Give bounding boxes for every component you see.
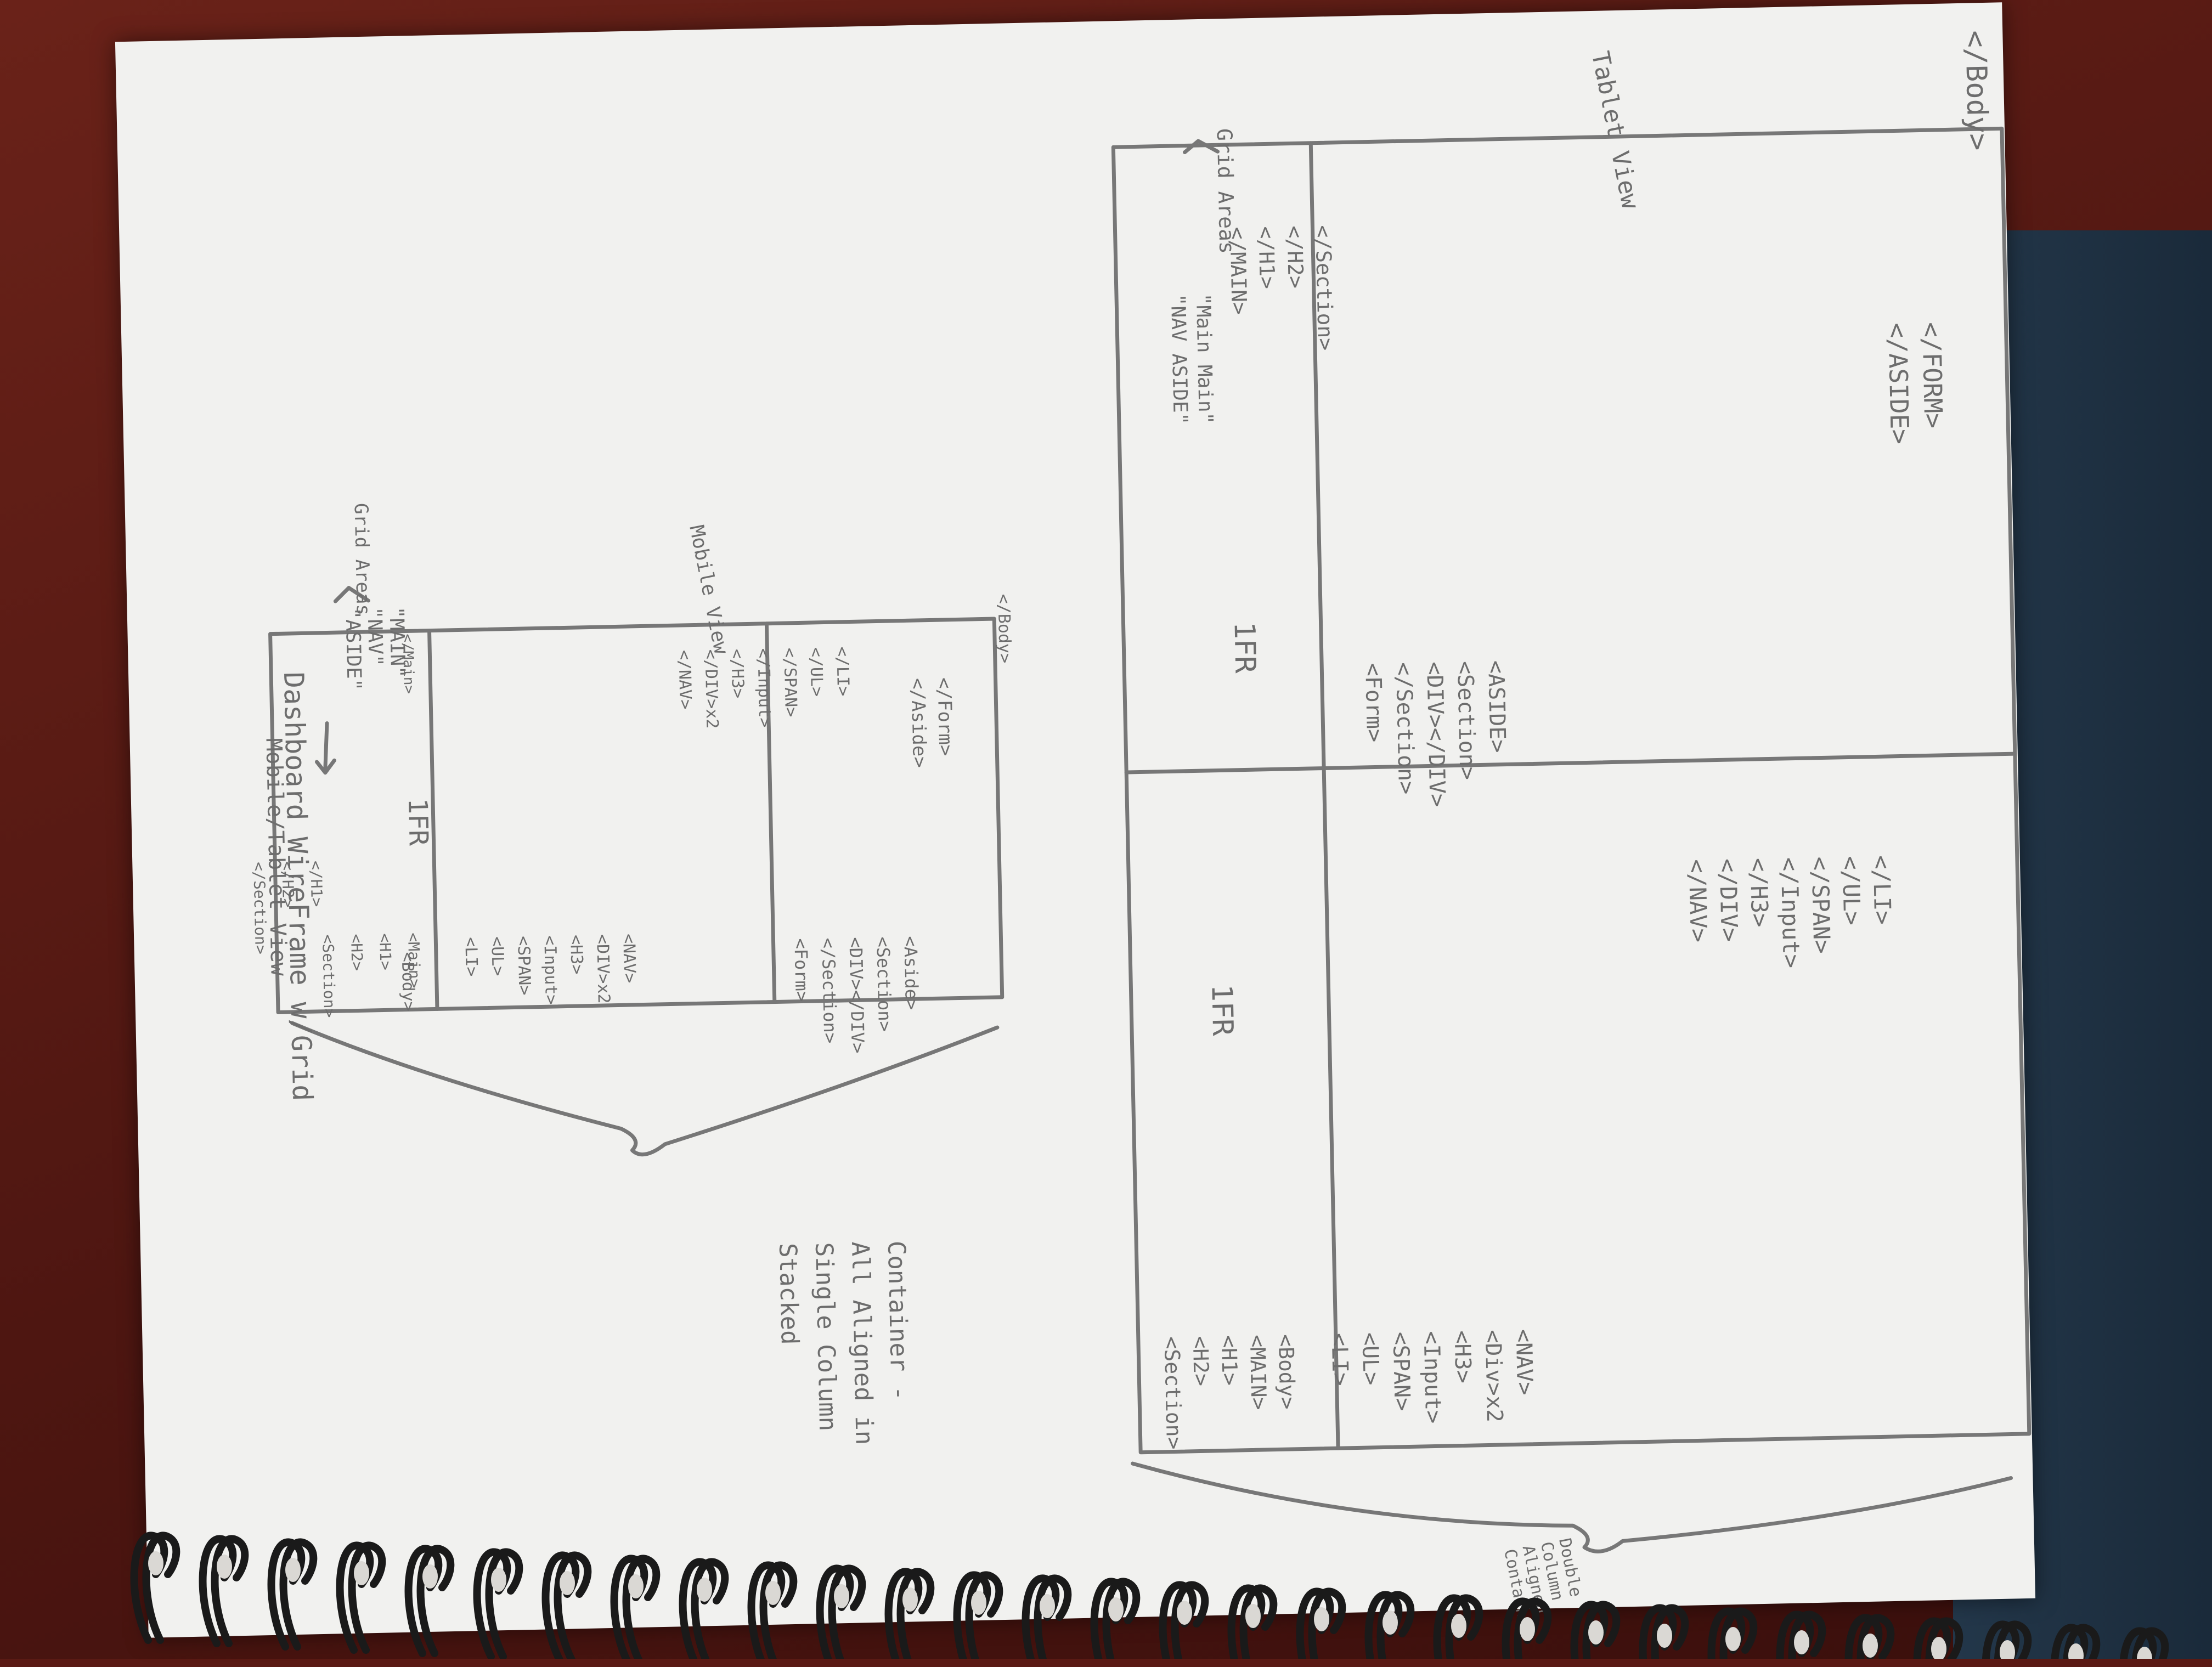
tablet-body-close: </Body>	[1959, 30, 1994, 151]
tablet-grid-areas-brace	[1183, 139, 1220, 155]
mobile-aside-open: <Aside> <Section> <DIV></DIV> </Section>…	[790, 935, 923, 1054]
sketch-lines	[268, 126, 2032, 1553]
mobile-body-close: </Body>	[994, 594, 1014, 664]
tablet-divider-vertical	[1124, 751, 2017, 775]
tablet-column-width-right: 1FR	[1227, 621, 1262, 674]
tablet-nav-open: <NAV> <Div>x2 <H3> <Input> <SPAN> <UL> <…	[1326, 1329, 1538, 1424]
mobile-grid-areas: "MAIN" "NAV" "ASIDE"	[341, 606, 409, 691]
mobile-main-close: </H1> </H2> </Section>	[250, 860, 326, 955]
notebook-page: Dashboard WireFrame w/Grid Mobile/Tablet…	[115, 2, 2036, 1638]
mobile-grid-areas-brace	[333, 586, 370, 603]
mobile-divider-2	[764, 621, 777, 1004]
mobile-grid-areas-label: Grid Areas	[349, 502, 374, 616]
mobile-main-close-tag: </Main>	[399, 634, 417, 694]
tablet-container-brace	[1131, 1461, 2013, 1553]
mobile-divider-1	[427, 629, 439, 1011]
mobile-container-brace	[290, 1021, 1000, 1156]
mobile-nav-open: <NAV> <DIV>x2 <H3> <Input> <SPAN> <UL> <…	[461, 933, 640, 1005]
tablet-column-width-left: 1FR	[1205, 984, 1239, 1037]
tablet-wireframe-box	[1111, 126, 2032, 1455]
mobile-column-width: 1FR	[402, 798, 434, 846]
tablet-grid-areas: "Main Main" "NAV ASIDE"	[1166, 293, 1217, 425]
tablet-aside-close: </FORM> </ASIDE>	[1882, 321, 1949, 445]
tablet-aside-open: <ASIDE> <Section> <DIV></DIV> </Section>…	[1360, 660, 1510, 807]
tablet-main-close: </Section> </H2> </H1> </MAIN>	[1225, 224, 1338, 351]
tablet-main-open: <Body> <MAIN> <H1> <H2> <Section>	[1159, 1333, 1300, 1450]
tablet-divider-horizontal	[1308, 141, 1340, 1450]
mobile-container-caption: Container - All Aligned in Single Column…	[774, 1240, 914, 1445]
mobile-nav-close: </LI> </UL> </SPAN> </Input> </H3> </DIV…	[674, 646, 853, 729]
mobile-aside-close: </Form> </Aside>	[906, 677, 957, 768]
title-arrow	[323, 721, 329, 772]
tablet-nav-close: </LI> </UL> </SPAN> </Input> </H3> </DIV…	[1683, 855, 1897, 969]
mobile-wireframe-box	[268, 617, 1005, 1015]
